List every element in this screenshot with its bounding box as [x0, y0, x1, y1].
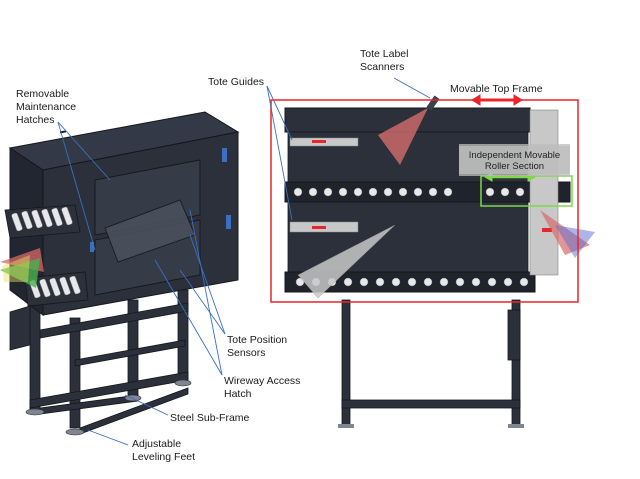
label-removable-hatches: Removable Maintenance Hatches: [16, 88, 77, 126]
label-tote-guides: Tote Guides: [208, 76, 265, 88]
front-elevation: [270, 94, 595, 428]
front-guide-markers: [312, 140, 326, 229]
label-independent-roller: Independent Movable Roller Section: [459, 146, 570, 176]
iso-lower-rollers: [24, 271, 89, 307]
iso-upper-rollers: [4, 204, 81, 239]
label-tote-label-scanners: Tote Label Scanners: [360, 48, 409, 73]
front-lower-rollers: [295, 277, 529, 287]
front-leveling-feet: [338, 424, 524, 428]
front-scanner-beam-right-blue: [555, 225, 595, 258]
movable-top-frame-highlight: [270, 99, 579, 303]
label-adjustable-leveling-feet: Adjustable Leveling Feet: [132, 438, 196, 463]
callout-lines: [57, 77, 431, 446]
movable-top-frame-arrow: [471, 94, 523, 106]
label-steel-sub-frame: Steel Sub-Frame: [170, 412, 250, 424]
front-side-plate: [529, 109, 559, 276]
front-scanner-beam-bottom: [297, 224, 396, 299]
front-scanner-beam-top: [378, 108, 428, 165]
iso-side-indicators: [90, 148, 231, 252]
front-side-plate-marker: [542, 228, 552, 232]
iso-conveyor: [0, 111, 240, 436]
label-wireway-access-hatch: Wireway Access Hatch: [224, 375, 301, 400]
front-steel-sub-frame: [341, 299, 521, 426]
iso-scanner-beams: [0, 248, 44, 288]
iso-side-bracket: [9, 305, 31, 351]
label-tote-position-sensors: Tote Position Sensors: [227, 334, 288, 359]
iso-steel-sub-frame: [29, 289, 189, 435]
label-movable-top-frame: Movable Top Frame: [450, 83, 543, 95]
